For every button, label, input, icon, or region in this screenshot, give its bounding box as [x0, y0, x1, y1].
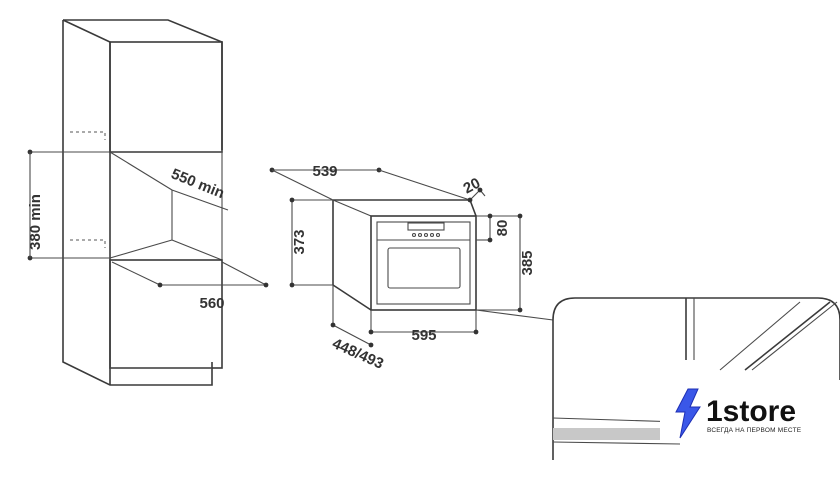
detail-strip-grey [553, 428, 680, 440]
oven-body-side [332, 200, 372, 311]
dim-550-line [171, 189, 229, 211]
dim-label-front-height: 385 [519, 250, 536, 275]
cavity-floor-back [109, 239, 173, 259]
cabinet-top [63, 19, 223, 150]
dim-label-oven-depth: 539 [312, 163, 337, 180]
cavity-back [171, 190, 223, 261]
dim-label-oven-height: 373 [291, 229, 308, 254]
oven-front-inner [376, 221, 471, 305]
cabinet-drawing [27, 19, 269, 386]
oven-window [387, 247, 461, 289]
cabinet-front-edge [62, 19, 111, 385]
dim-label-cavity-width: 560 [199, 295, 224, 312]
callout-leader [475, 309, 554, 321]
dim-label-panel-height: 80 [494, 220, 511, 237]
detail-diag-2 [744, 301, 831, 371]
brand-name: 1store [706, 395, 796, 428]
detail-diag-3 [751, 301, 838, 371]
detail-strip-top [552, 417, 681, 423]
dim-label-oven-width: 595 [411, 327, 436, 344]
oven-body-diag [332, 199, 372, 217]
oven-drawing [269, 167, 523, 348]
brand-logo: 1store ВСЕГДА НА ПЕРВОМ МЕСТЕ [660, 382, 840, 440]
dim-560-ext-right [221, 261, 267, 286]
dim-539-ext [271, 169, 334, 201]
callout-frame [552, 297, 840, 460]
shelf-dash-lower [70, 239, 106, 248]
brand-slogan: ВСЕГДА НА ПЕРВОМ МЕСТЕ [707, 427, 802, 434]
cavity-top-diagonal [109, 151, 173, 191]
oven-body-top [333, 199, 477, 217]
dim-label-cavity-height: 380 min [27, 194, 44, 250]
oven-front [370, 215, 477, 311]
dim-label-front-thickness: 20 [461, 175, 484, 198]
oven-display [407, 222, 445, 231]
dim-label-cavity-depth: 550 min [169, 165, 227, 202]
detail-strip-bottom [552, 441, 681, 445]
detail-diag-1 [719, 301, 801, 371]
dim-label-depth-range: 448/493 [330, 335, 386, 373]
dim-539-ext-right [378, 169, 471, 201]
dim-560-ext-left [111, 261, 161, 286]
lower-door [109, 259, 223, 369]
detail-callout [475, 297, 840, 460]
cabinet-outline [62, 20, 213, 386]
shelf-dash-upper [70, 131, 106, 140]
lightning-bolt-icon [675, 388, 701, 439]
upper-door [109, 41, 223, 153]
